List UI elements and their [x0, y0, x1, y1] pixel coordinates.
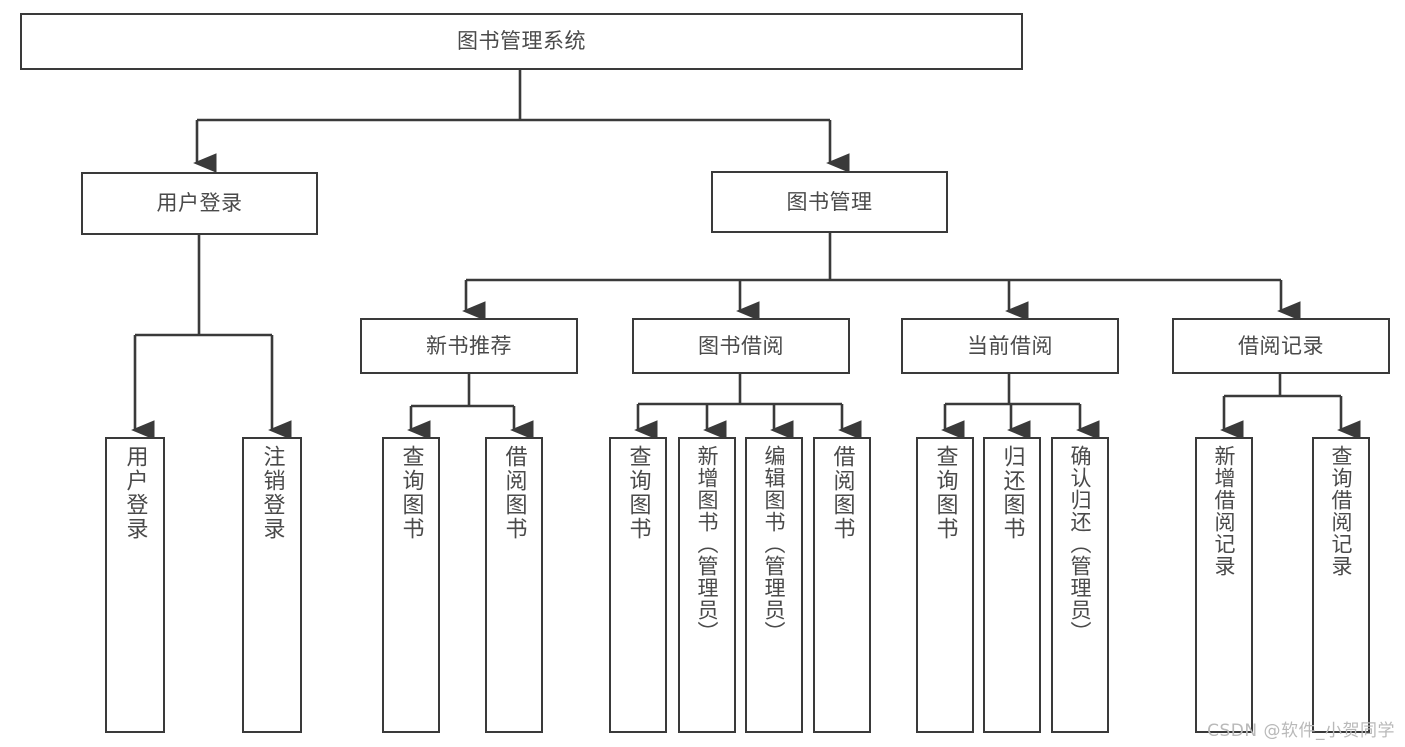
leaf-borrow-book-2[interactable]: 借阅图书	[813, 437, 871, 733]
node-book-management-label: 图书管理	[786, 189, 873, 214]
node-user-login-label: 用户登录	[156, 191, 243, 216]
leaf-borrow-book-1[interactable]: 借阅图书	[485, 437, 543, 733]
node-book-borrow[interactable]: 图书借阅	[632, 318, 850, 374]
leaf-user-login-label: 用户登录	[122, 445, 148, 541]
leaf-return-book[interactable]: 归还图书	[983, 437, 1041, 733]
node-current-borrow-label: 当前借阅	[967, 333, 1053, 358]
node-new-book-recommend[interactable]: 新书推荐	[360, 318, 578, 374]
node-new-book-recommend-label: 新书推荐	[426, 333, 512, 358]
leaf-query-record[interactable]: 查询借阅记录	[1312, 437, 1370, 733]
watermark-text: CSDN @软件_小贺同学	[1207, 721, 1395, 741]
leaf-edit-book[interactable]: 编辑图书（管理员）	[745, 437, 803, 733]
node-root[interactable]: 图书管理系统	[20, 13, 1023, 70]
node-root-label: 图书管理系统	[457, 29, 586, 54]
leaf-add-book[interactable]: 新增图书（管理员）	[678, 437, 736, 733]
leaf-add-record[interactable]: 新增借阅记录	[1195, 437, 1253, 733]
leaf-logout-login[interactable]: 注销登录	[242, 437, 302, 733]
node-user-login[interactable]: 用户登录	[81, 172, 318, 235]
leaf-confirm-return-label: 确认归还（管理员）	[1068, 445, 1093, 643]
leaf-add-record-label: 新增借阅记录	[1212, 445, 1237, 577]
leaf-query-book-2[interactable]: 查询图书	[609, 437, 667, 733]
leaf-query-book-3[interactable]: 查询图书	[916, 437, 974, 733]
leaf-add-book-label: 新增图书（管理员）	[695, 445, 720, 643]
leaf-edit-book-label: 编辑图书（管理员）	[762, 445, 787, 643]
leaf-logout-login-label: 注销登录	[259, 445, 285, 541]
node-current-borrow[interactable]: 当前借阅	[901, 318, 1119, 374]
leaf-confirm-return[interactable]: 确认归还（管理员）	[1051, 437, 1109, 733]
leaf-query-book-3-label: 查询图书	[932, 445, 958, 541]
leaf-query-record-label: 查询借阅记录	[1329, 445, 1354, 577]
leaf-query-book-1[interactable]: 查询图书	[382, 437, 440, 733]
leaf-borrow-book-1-label: 借阅图书	[501, 445, 527, 541]
node-book-management[interactable]: 图书管理	[711, 171, 948, 233]
leaf-borrow-book-2-label: 借阅图书	[829, 445, 855, 541]
node-borrow-record-label: 借阅记录	[1238, 333, 1324, 358]
leaf-return-book-label: 归还图书	[999, 445, 1025, 541]
leaf-user-login[interactable]: 用户登录	[105, 437, 165, 733]
node-book-borrow-label: 图书借阅	[698, 333, 784, 358]
leaf-query-book-2-label: 查询图书	[625, 445, 651, 541]
leaf-query-book-1-label: 查询图书	[398, 445, 424, 541]
node-borrow-record[interactable]: 借阅记录	[1172, 318, 1390, 374]
